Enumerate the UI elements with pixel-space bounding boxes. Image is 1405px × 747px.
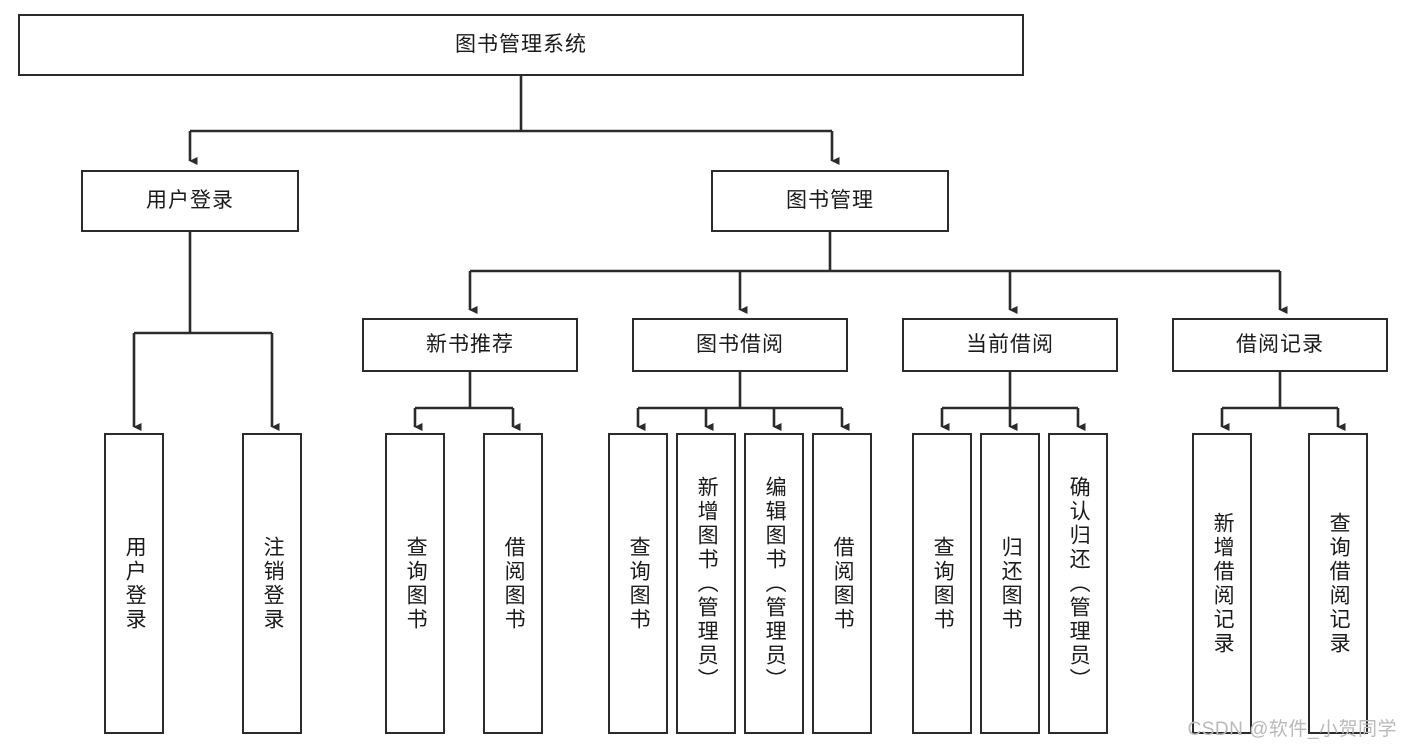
node-leaf-query-record-label: 查询借阅记录 [1327, 511, 1351, 656]
node-leaf-query-book-1-label: 查询图书 [404, 535, 428, 632]
node-leaf-query-book-2[interactable]: 查询图书 [608, 433, 668, 734]
node-leaf-confirm-return[interactable]: 确认归还（管理员） [1048, 433, 1108, 734]
node-leaf-query-book-3[interactable]: 查询图书 [912, 433, 972, 734]
node-leaf-query-book-3-label: 查询图书 [931, 535, 955, 632]
node-book-borrow[interactable]: 图书借阅 [632, 318, 848, 372]
node-leaf-edit-book[interactable]: 编辑图书（管理员） [744, 433, 804, 734]
node-leaf-borrow-book-1[interactable]: 借阅图书 [483, 433, 543, 734]
watermark: CSDN @软件_小贺同学 [1187, 719, 1397, 740]
node-leaf-query-book-2-label: 查询图书 [627, 535, 651, 632]
node-book-manage-label: 图书管理 [786, 189, 874, 213]
node-borrow-record-label: 借阅记录 [1236, 333, 1324, 357]
node-leaf-add-book-label: 新增图书（管理员） [695, 475, 719, 692]
node-borrow-record[interactable]: 借阅记录 [1172, 318, 1388, 372]
node-current-borrow[interactable]: 当前借阅 [902, 318, 1118, 372]
node-root[interactable]: 图书管理系统 [18, 14, 1024, 76]
node-user-login-label: 用户登录 [146, 189, 234, 213]
node-current-borrow-label: 当前借阅 [966, 333, 1054, 357]
node-leaf-borrow-book-1-label: 借阅图书 [502, 535, 526, 632]
node-user-login[interactable]: 用户登录 [81, 170, 299, 232]
node-leaf-edit-book-label: 编辑图书（管理员） [763, 475, 787, 692]
node-leaf-return-book[interactable]: 归还图书 [980, 433, 1040, 734]
node-new-book-rec[interactable]: 新书推荐 [362, 318, 578, 372]
node-leaf-user-login[interactable]: 用户登录 [104, 433, 164, 734]
node-leaf-logout[interactable]: 注销登录 [242, 433, 302, 734]
node-leaf-add-record[interactable]: 新增借阅记录 [1192, 433, 1252, 734]
node-leaf-add-book[interactable]: 新增图书（管理员） [676, 433, 736, 734]
node-leaf-user-login-label: 用户登录 [123, 535, 147, 632]
node-leaf-query-record[interactable]: 查询借阅记录 [1308, 433, 1368, 734]
node-new-book-rec-label: 新书推荐 [426, 333, 514, 357]
node-leaf-confirm-return-label: 确认归还（管理员） [1067, 475, 1091, 692]
node-leaf-return-book-label: 归还图书 [999, 535, 1023, 632]
node-leaf-borrow-book-2[interactable]: 借阅图书 [812, 433, 872, 734]
node-leaf-add-record-label: 新增借阅记录 [1211, 511, 1235, 656]
node-leaf-query-book-1[interactable]: 查询图书 [385, 433, 445, 734]
node-book-manage[interactable]: 图书管理 [711, 170, 949, 232]
node-leaf-logout-label: 注销登录 [261, 535, 285, 632]
node-book-borrow-label: 图书借阅 [696, 333, 784, 357]
node-root-label: 图书管理系统 [455, 33, 587, 57]
node-leaf-borrow-book-2-label: 借阅图书 [831, 535, 855, 632]
